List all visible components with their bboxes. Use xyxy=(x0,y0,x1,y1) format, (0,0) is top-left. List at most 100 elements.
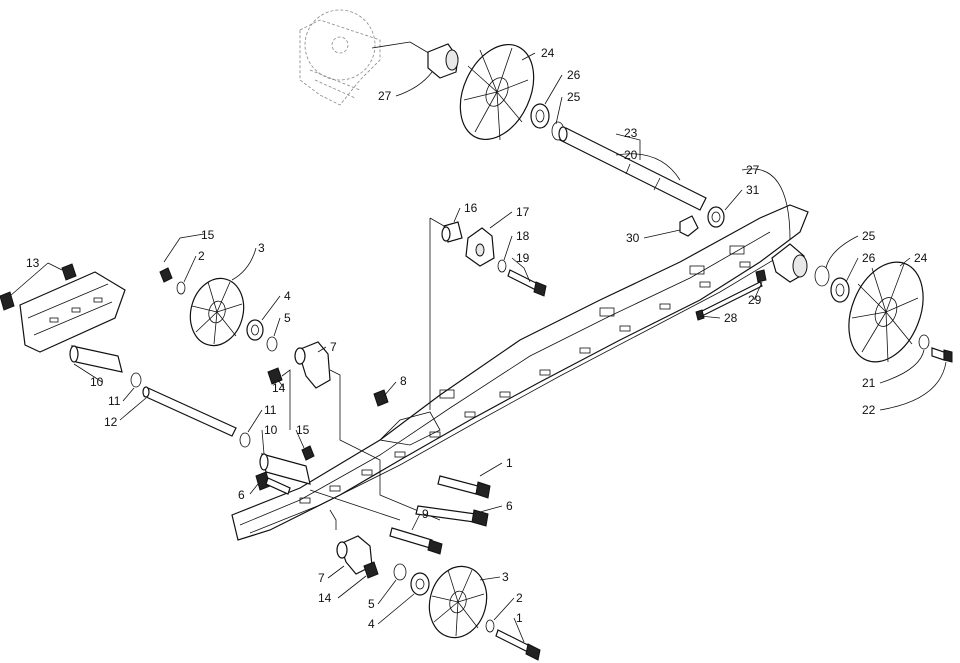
right-bearing-26 xyxy=(830,277,850,303)
callout-21: 21 xyxy=(862,376,876,390)
washer-11-right xyxy=(239,432,251,448)
right-ring-25 xyxy=(814,265,830,287)
leader-7b-path xyxy=(329,509,337,530)
callout-10-left: 10 xyxy=(90,375,104,389)
wheel-3-bottom xyxy=(428,565,488,639)
nut-13-upper xyxy=(61,263,77,281)
callout-27-right: 27 xyxy=(746,163,760,177)
callout-12: 12 xyxy=(104,415,118,429)
bolt-1-upper xyxy=(437,475,491,499)
bolt-1-bottom xyxy=(495,629,541,661)
nut-29 xyxy=(755,269,767,283)
callout-16: 16 xyxy=(464,201,478,215)
spacer-tube-10-right xyxy=(259,453,311,485)
bearing-4-top xyxy=(246,319,264,341)
spacer-31 xyxy=(707,206,725,228)
callout-29: 29 xyxy=(748,293,762,307)
callout-11-right: 11 xyxy=(264,403,277,417)
callout-8: 8 xyxy=(400,374,407,388)
wheel-3-top xyxy=(189,277,245,347)
callout-1-bottom: 1 xyxy=(516,611,523,625)
callout-24-top: 24 xyxy=(541,46,555,60)
callout-18: 18 xyxy=(516,229,530,243)
callout-7-top: 7 xyxy=(330,340,337,354)
bracket-30 xyxy=(679,215,699,237)
callout-5-bottom: 5 xyxy=(368,597,375,611)
side-rail xyxy=(231,204,809,541)
left-rail-section xyxy=(19,271,126,353)
callout-25-top: 25 xyxy=(567,90,581,104)
callout-4-top: 4 xyxy=(284,289,291,303)
callout-3-top: 3 xyxy=(258,241,265,255)
callout-26-top: 26 xyxy=(567,68,581,82)
callout-9: 9 xyxy=(422,507,429,521)
washer-18 xyxy=(497,259,507,273)
callout-3-bottom: 3 xyxy=(502,570,509,584)
callout-25-right: 25 xyxy=(862,229,876,243)
callout-13: 13 xyxy=(26,256,40,270)
callout-11-left: 11 xyxy=(108,394,121,408)
bolt-22 xyxy=(931,347,953,363)
callout-27-top: 27 xyxy=(378,89,392,103)
bolt-19 xyxy=(507,269,547,297)
right-hub-27 xyxy=(771,243,808,283)
nut-15-bottom xyxy=(301,445,315,461)
callout-31: 31 xyxy=(746,183,760,197)
leader-16-join xyxy=(429,217,445,227)
top-idler-wheel-24 xyxy=(459,43,535,141)
callout-10-right: 10 xyxy=(264,423,278,437)
callout-30: 30 xyxy=(626,231,640,245)
top-bearing-26 xyxy=(530,103,550,129)
callout-23: 23 xyxy=(624,126,638,140)
callout-22: 22 xyxy=(862,403,876,417)
callout-4-bottom: 4 xyxy=(368,617,375,631)
spacer-tube-10-left xyxy=(69,345,123,373)
bracket-17 xyxy=(465,227,495,267)
bolt-6-lower xyxy=(415,505,489,527)
nut-14-bottom xyxy=(363,561,379,579)
callout-28: 28 xyxy=(724,311,738,325)
callout-6-left: 6 xyxy=(238,488,245,502)
washer-11-left xyxy=(130,372,142,388)
bearing-4-bottom xyxy=(410,572,430,596)
callout-26-right: 26 xyxy=(862,251,876,265)
adjuster-bolt-28 xyxy=(695,281,763,321)
leader-7-path xyxy=(329,369,441,521)
bolt-6-left xyxy=(255,471,291,495)
ring-5-bottom xyxy=(393,563,407,581)
reference-rail-ghost xyxy=(299,9,433,106)
right-idler-wheel-24 xyxy=(848,261,924,363)
callout-20: 20 xyxy=(624,148,638,162)
callout-7-bottom: 7 xyxy=(318,571,325,585)
rear-axle-20 xyxy=(558,126,707,211)
leader-lines xyxy=(9,52,947,643)
washer-2-top xyxy=(176,281,186,295)
callout-1-upper: 1 xyxy=(506,456,513,470)
bushing-16 xyxy=(441,221,463,243)
callout-15-bottom: 15 xyxy=(296,423,310,437)
nut-13-lower xyxy=(0,291,15,311)
washer-2-bottom xyxy=(485,619,495,633)
callout-17: 17 xyxy=(516,205,530,219)
callout-labels: 24 26 25 27 23 20 27 31 30 16 17 18 19 2… xyxy=(26,46,928,631)
callout-14-bottom: 14 xyxy=(318,591,332,605)
callout-6-right: 6 xyxy=(506,499,513,513)
callout-15-top: 15 xyxy=(201,228,215,242)
callout-14-top: 14 xyxy=(272,381,286,395)
ring-5-top xyxy=(266,336,278,352)
washer-21 xyxy=(918,334,930,350)
callout-2-bottom: 2 xyxy=(516,591,523,605)
nut-8 xyxy=(373,389,389,407)
nut-15-top xyxy=(159,267,173,283)
pivot-bracket-7-top xyxy=(294,341,331,389)
callout-2-top: 2 xyxy=(198,249,205,263)
callout-19: 19 xyxy=(516,251,530,265)
top-hub-27 xyxy=(427,43,459,79)
bolt-9 xyxy=(389,527,443,555)
leader-14-path xyxy=(281,369,291,430)
leader-6-path xyxy=(309,489,401,521)
callout-24-right: 24 xyxy=(914,251,928,265)
cross-shaft-12 xyxy=(142,386,237,437)
